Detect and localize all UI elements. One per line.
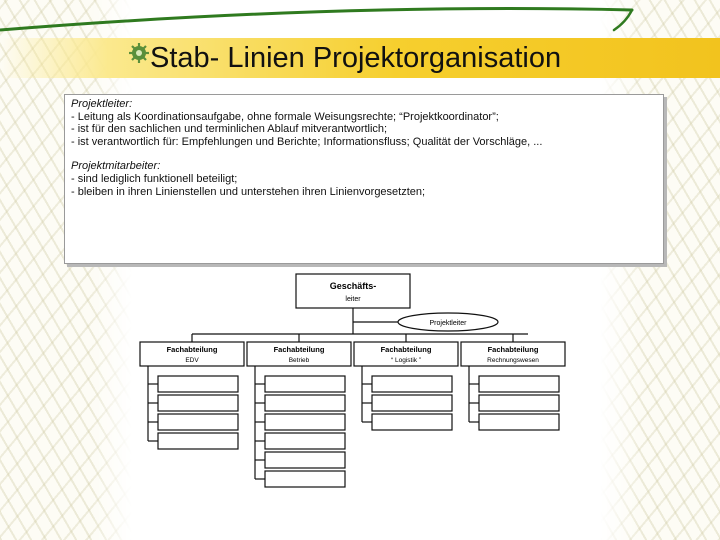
slide-title: Stab- Linien Projektorganisation bbox=[150, 42, 562, 74]
department-title: Fachabteilung bbox=[488, 345, 539, 354]
background-pattern-right bbox=[600, 0, 720, 540]
members-item: - sind lediglich funktionell beteiligt; bbox=[71, 172, 238, 185]
title-band bbox=[0, 38, 720, 78]
members-heading: Projektmitarbeiter: bbox=[71, 160, 161, 173]
department-name: “ Logistik ” bbox=[391, 357, 421, 364]
subunit-box bbox=[157, 375, 239, 393]
project-leader-label: Projektleiter bbox=[430, 320, 468, 327]
decorative-swoosh bbox=[0, 7, 634, 32]
gear-bullet-icon bbox=[129, 43, 149, 63]
subunit-box bbox=[478, 375, 560, 393]
department-box bbox=[353, 341, 459, 367]
org-chart: Geschäfts- leiter Projektleiter Fachabte… bbox=[139, 273, 566, 488]
department-box bbox=[246, 341, 352, 367]
subunit-box bbox=[157, 413, 239, 431]
subunit-box bbox=[264, 394, 346, 412]
subunit-box bbox=[478, 413, 560, 431]
subunit-box bbox=[371, 394, 453, 412]
subunit-box bbox=[371, 413, 453, 431]
department-box bbox=[460, 341, 566, 367]
description-textbox: Projektleiter: - Leitung als Koordinatio… bbox=[64, 94, 664, 264]
subunit-box bbox=[478, 394, 560, 412]
subunit-box bbox=[157, 394, 239, 412]
subunit-box bbox=[371, 375, 453, 393]
subunit-box bbox=[264, 432, 346, 450]
department-title: Fachabteilung bbox=[381, 345, 432, 354]
subunit-box bbox=[157, 432, 239, 450]
department-title: Fachabteilung bbox=[274, 345, 325, 354]
background-pattern-left bbox=[0, 0, 132, 540]
subunit-box bbox=[264, 375, 346, 393]
members-item: - bleiben in ihren Linienstellen und unt… bbox=[71, 185, 426, 198]
department-title: Fachabteilung bbox=[167, 345, 218, 354]
department-name: Rechnungswesen bbox=[487, 357, 539, 364]
subunit-box bbox=[264, 451, 346, 469]
leader-item: - ist für den sachlichen und terminliche… bbox=[71, 123, 388, 136]
department-name: Betrieb bbox=[289, 357, 310, 364]
leader-item: - Leitung als Koordinationsaufgabe, ohne… bbox=[71, 110, 499, 123]
department-name: EDV bbox=[185, 357, 199, 364]
top-management-label-1: Geschäfts- bbox=[330, 281, 377, 291]
department-box bbox=[139, 341, 245, 367]
spacer bbox=[71, 148, 657, 160]
project-leader-staff-oval bbox=[397, 312, 499, 332]
subunit-box bbox=[264, 413, 346, 431]
top-management-label-2: leiter bbox=[345, 296, 361, 303]
leader-heading: Projektleiter: bbox=[71, 98, 133, 110]
leader-item: - ist verantwortlich für: Empfehlungen u… bbox=[71, 135, 543, 148]
subunit-box bbox=[264, 470, 346, 488]
